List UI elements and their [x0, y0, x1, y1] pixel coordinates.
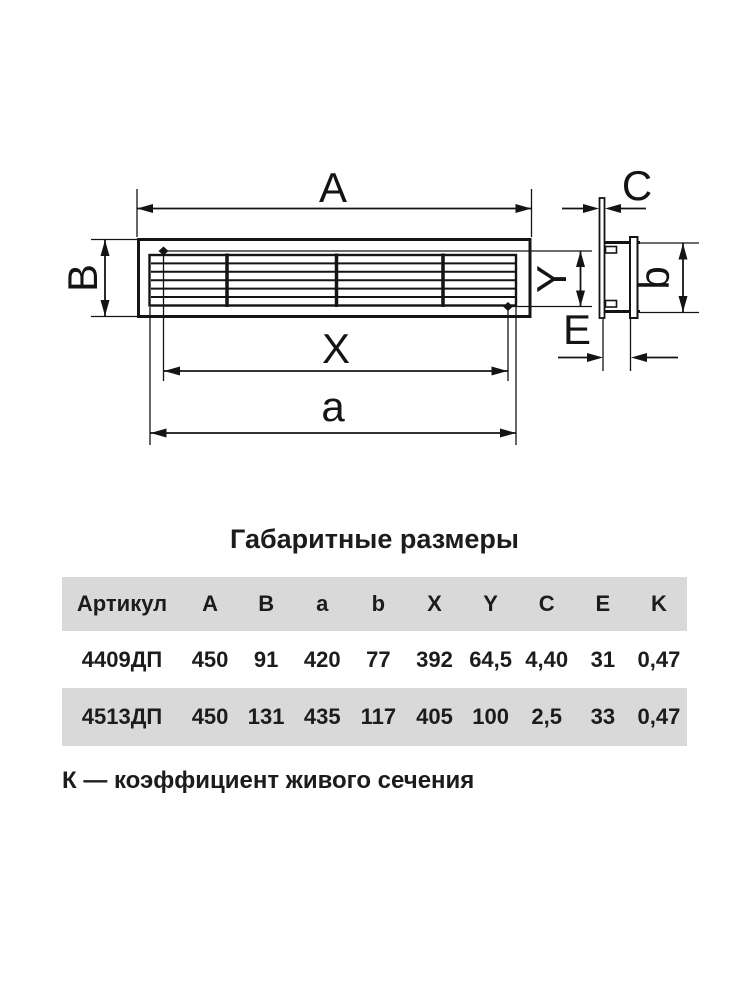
dimension-label-C: C — [622, 162, 652, 209]
grille-side-view — [598, 197, 640, 319]
column-header: X — [427, 591, 442, 616]
value-cell: 4,40 — [525, 646, 569, 672]
dimension-label-b: b — [631, 266, 678, 289]
value-cell: 100 — [472, 704, 509, 729]
table-row: 4513ДП 450 131 435 117 405 100 2,5 33 0,… — [62, 688, 687, 746]
value-cell: 450 — [191, 704, 229, 729]
dimension-label-E: E — [563, 306, 591, 353]
table-title: Габаритные размеры — [230, 524, 519, 554]
dimension-lines-side — [558, 204, 699, 371]
value-cell: 405 — [416, 704, 453, 729]
column-header: A — [202, 591, 218, 616]
side-duct-lip — [629, 236, 639, 319]
value-cell: 0,47 — [637, 704, 681, 729]
column-header: B — [258, 591, 275, 616]
side-clip-bottom — [604, 299, 618, 308]
side-flange — [598, 197, 606, 319]
dimension-label-A: A — [319, 164, 347, 211]
table-header-row: Артикул A B a b X Y C E K — [62, 577, 687, 631]
value-cell: 77 — [366, 646, 391, 672]
grille-slats — [151, 262, 515, 298]
grille-frame — [137, 238, 532, 318]
technical-drawing: A C X a E B Y b — [59, 162, 699, 445]
column-header: Y — [483, 591, 498, 616]
value-cell: 450 — [191, 646, 229, 672]
value-cell: 2,5 — [531, 704, 562, 729]
table-row: 4409ДП 450 91 420 77 392 64,5 4,40 31 0,… — [62, 631, 687, 688]
dimension-label-B: B — [59, 264, 106, 292]
value-cell: 33 — [590, 704, 616, 729]
value-cell: 0,47 — [637, 646, 681, 672]
side-clip-top — [604, 245, 618, 254]
column-header: a — [316, 591, 329, 616]
article-cell: 4513ДП — [81, 704, 163, 729]
value-cell: 64,5 — [469, 646, 513, 672]
footnote: К — коэффициент живого сечения — [62, 767, 475, 794]
column-header: b — [371, 591, 386, 616]
column-header: E — [595, 591, 611, 616]
dimensions-table: Артикул A B a b X Y C E K 4409ДП 450 91 … — [62, 577, 687, 746]
column-header: K — [650, 591, 667, 616]
value-cell: 91 — [253, 646, 279, 672]
article-cell: 4409ДП — [81, 646, 163, 672]
value-cell: 117 — [360, 704, 397, 729]
dimension-label-a: a — [321, 383, 345, 430]
value-cell: 420 — [303, 646, 341, 672]
dimension-label-X: X — [322, 325, 350, 372]
grille-insert — [148, 253, 518, 307]
dimension-label-Y: Y — [528, 265, 575, 293]
column-header: C — [538, 591, 555, 616]
value-cell: 392 — [416, 646, 453, 672]
value-cell: 131 — [247, 704, 285, 729]
dimension-lines — [91, 189, 592, 445]
value-cell: 435 — [303, 704, 341, 729]
grille-dividers — [225, 253, 445, 307]
column-header: Артикул — [76, 591, 168, 616]
value-cell: 31 — [590, 646, 616, 672]
